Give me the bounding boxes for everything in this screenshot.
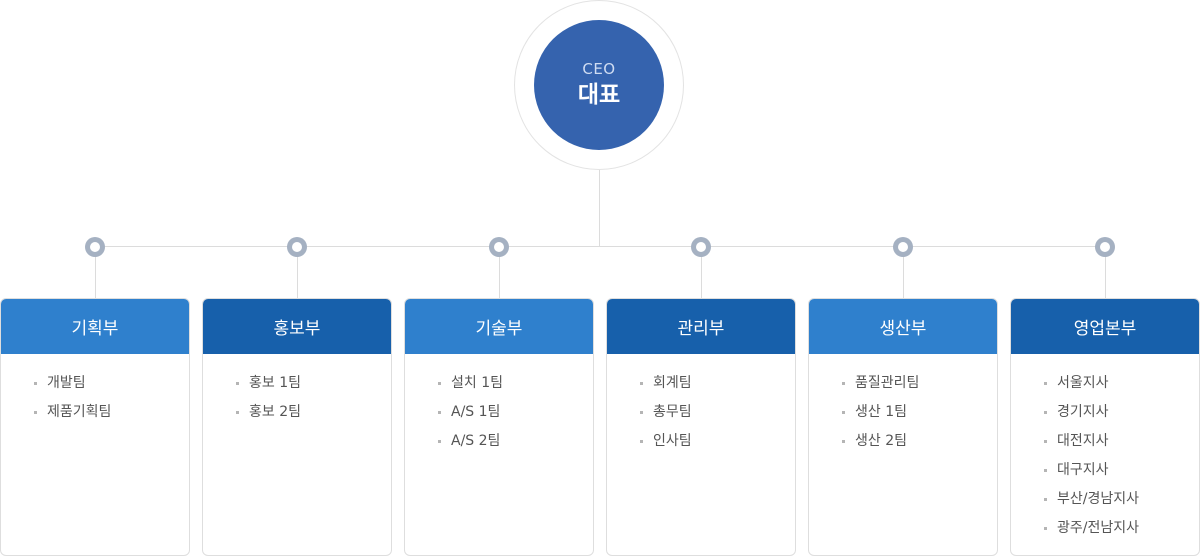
dept-header: 홍보부 xyxy=(203,299,391,354)
team-item: 홍보 2팀 xyxy=(233,398,391,427)
connector-node xyxy=(691,237,711,257)
team-item: 광주/전남지사 xyxy=(1041,514,1199,543)
dept-connector xyxy=(1105,256,1106,298)
team-item: A/S 1팀 xyxy=(435,398,593,427)
dept-header: 생산부 xyxy=(809,299,997,354)
dept-connector xyxy=(297,256,298,298)
team-item: A/S 2팀 xyxy=(435,427,593,456)
dept-header: 관리부 xyxy=(607,299,795,354)
dept-connector xyxy=(95,256,96,298)
team-item: 경기지사 xyxy=(1041,398,1199,427)
team-item: 총무팀 xyxy=(637,398,795,427)
team-item: 설치 1팀 xyxy=(435,369,593,398)
ceo-title-ko: 대표 xyxy=(577,82,621,108)
horizontal-connector xyxy=(95,246,1105,247)
connector-node xyxy=(1095,237,1115,257)
dept-connector xyxy=(701,256,702,298)
team-item: 서울지사 xyxy=(1041,369,1199,398)
team-item: 인사팀 xyxy=(637,427,795,456)
ceo-node: CEO 대표 xyxy=(534,20,664,150)
team-item: 제품기획팀 xyxy=(31,398,189,427)
dept-connector xyxy=(903,256,904,298)
connector-node xyxy=(893,237,913,257)
connector-node xyxy=(85,237,105,257)
ceo-title-en: CEO xyxy=(582,60,616,78)
team-item: 개발팀 xyxy=(31,369,189,398)
ceo-connector xyxy=(599,170,600,247)
team-item: 부산/경남지사 xyxy=(1041,485,1199,514)
team-item: 홍보 1팀 xyxy=(233,369,391,398)
dept-header: 기획부 xyxy=(1,299,189,354)
team-item: 대전지사 xyxy=(1041,427,1199,456)
connector-node xyxy=(287,237,307,257)
dept-header: 기술부 xyxy=(405,299,593,354)
team-item: 생산 2팀 xyxy=(839,427,997,456)
team-item: 생산 1팀 xyxy=(839,398,997,427)
connector-node xyxy=(489,237,509,257)
team-item: 회계팀 xyxy=(637,369,795,398)
team-item: 품질관리팀 xyxy=(839,369,997,398)
dept-header: 영업본부 xyxy=(1011,299,1199,354)
team-item: 대구지사 xyxy=(1041,456,1199,485)
dept-connector xyxy=(499,256,500,298)
